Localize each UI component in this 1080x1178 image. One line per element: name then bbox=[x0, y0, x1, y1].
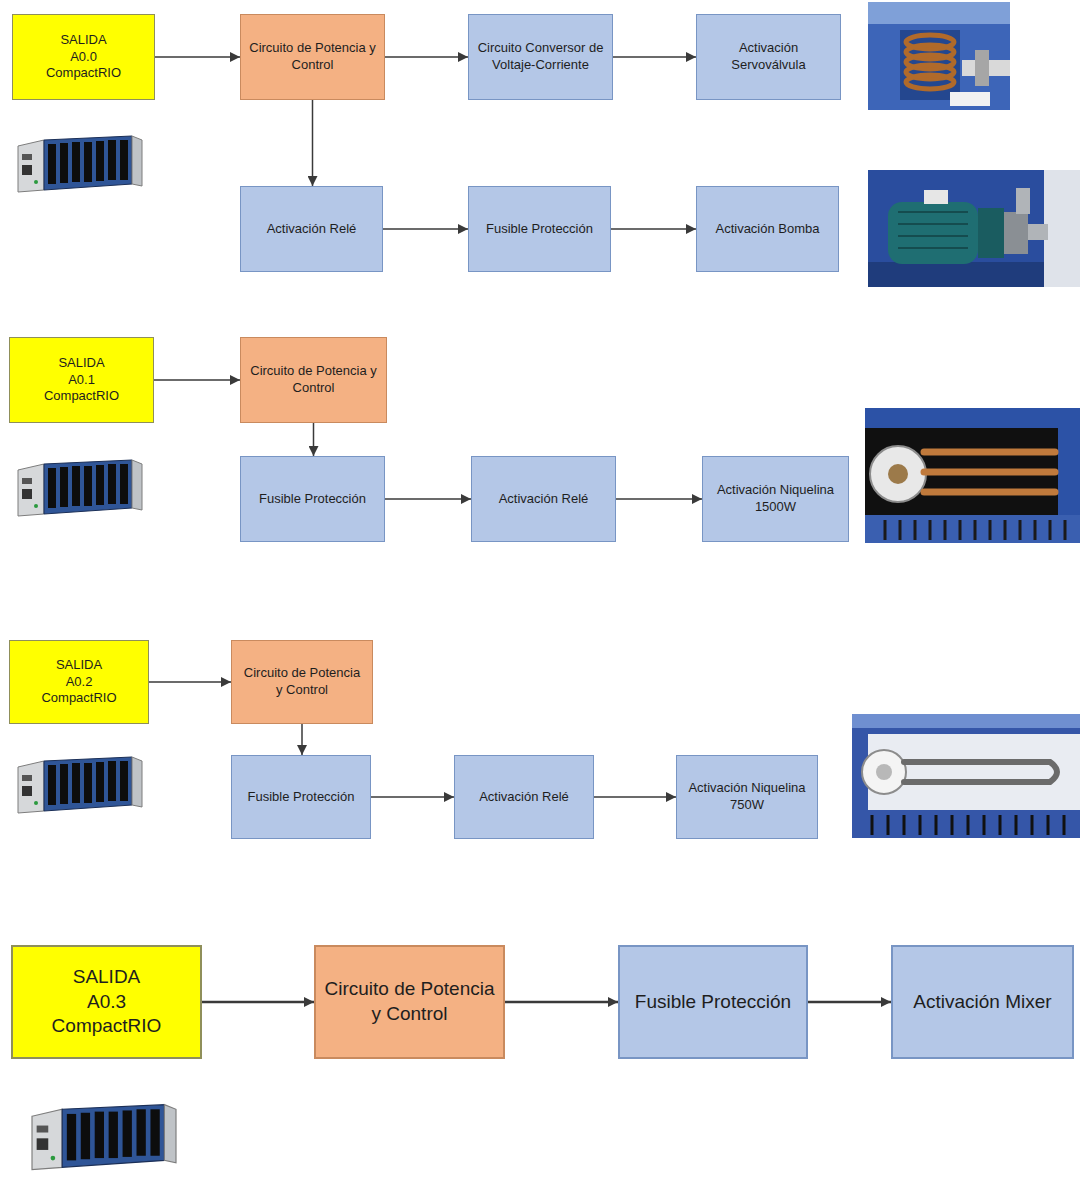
connector-arrow bbox=[385, 56, 468, 58]
box-label: SALIDA A0.3 CompactRIO bbox=[52, 965, 162, 1039]
process-box: Activación Relé bbox=[471, 456, 616, 542]
connector-arrow bbox=[155, 56, 240, 58]
process-box: Fusible Protección bbox=[468, 186, 611, 272]
connector-arrow bbox=[313, 423, 315, 456]
process-box: Activación Relé bbox=[454, 755, 594, 839]
connector-arrow bbox=[611, 228, 696, 230]
compactrio-icon bbox=[18, 136, 142, 192]
box-label: SALIDA A0.1 CompactRIO bbox=[44, 355, 119, 406]
box-label: Fusible Protección bbox=[248, 789, 355, 806]
connector-arrow bbox=[312, 100, 314, 186]
compactrio-icon bbox=[18, 460, 142, 516]
process-box: Fusible Protección bbox=[231, 755, 371, 839]
box-label: Circuito de Potencia y Control bbox=[249, 363, 378, 397]
box-label: Fusible Protección bbox=[635, 990, 791, 1015]
box-label: Fusible Protección bbox=[486, 221, 593, 238]
heater-1500w-photo bbox=[865, 408, 1080, 543]
connector-arrow bbox=[505, 1001, 618, 1004]
connector-arrow bbox=[154, 379, 240, 381]
process-box: Circuito Conversor de Voltaje-Corriente bbox=[468, 14, 613, 100]
box-label: Activación Relé bbox=[267, 221, 357, 238]
box-label: Activación Mixer bbox=[913, 990, 1051, 1015]
box-label: Activación Bomba bbox=[715, 221, 819, 238]
connector-arrow bbox=[383, 228, 468, 230]
compactrio-icon bbox=[32, 1105, 176, 1170]
process-box: Activación Mixer bbox=[891, 945, 1074, 1059]
box-label: Circuito de Potencia y Control bbox=[249, 40, 376, 74]
compactrio-icon bbox=[18, 757, 142, 813]
control-box: Circuito de Potencia y Control bbox=[240, 14, 385, 100]
process-box: Activación Niquelina 750W bbox=[676, 755, 818, 839]
output-box: SALIDA A0.1 CompactRIO bbox=[9, 337, 154, 423]
box-label: Fusible Protección bbox=[259, 491, 366, 508]
output-box: SALIDA A0.0 CompactRIO bbox=[12, 14, 155, 100]
box-label: Activación Relé bbox=[479, 789, 569, 806]
process-box: Fusible Protección bbox=[618, 945, 808, 1059]
servovalve-photo bbox=[868, 2, 1010, 110]
process-box: Fusible Protección bbox=[240, 456, 385, 542]
process-box: Activación Niquelina 1500W bbox=[702, 456, 849, 542]
connector-arrow bbox=[385, 498, 471, 500]
process-box: Activación Servoválvula bbox=[696, 14, 841, 100]
control-box: Circuito de Potencia y Control bbox=[240, 337, 387, 423]
connector-arrow bbox=[149, 681, 231, 683]
process-box: Activación Bomba bbox=[696, 186, 839, 272]
control-box: Circuito de Potencia y Control bbox=[314, 945, 505, 1059]
box-label: Circuito Conversor de Voltaje-Corriente bbox=[477, 40, 604, 74]
connector-arrow bbox=[808, 1001, 891, 1004]
box-label: SALIDA A0.0 CompactRIO bbox=[46, 32, 121, 83]
box-label: SALIDA A0.2 CompactRIO bbox=[41, 657, 116, 708]
connector-arrow bbox=[613, 56, 696, 58]
box-label: Activación Niquelina 1500W bbox=[711, 482, 840, 516]
output-box: SALIDA A0.3 CompactRIO bbox=[11, 945, 202, 1059]
connector-arrow bbox=[616, 498, 702, 500]
connector-arrow bbox=[202, 1001, 314, 1004]
connector-arrow bbox=[301, 724, 303, 755]
pump-photo bbox=[868, 170, 1080, 287]
box-label: Activación Niquelina 750W bbox=[685, 780, 809, 814]
connector-arrow bbox=[594, 796, 676, 798]
connector-arrow bbox=[371, 796, 454, 798]
box-label: Circuito de Potencia y Control bbox=[240, 665, 364, 699]
heater-750w-photo bbox=[852, 714, 1080, 838]
process-box: Activación Relé bbox=[240, 186, 383, 272]
control-box: Circuito de Potencia y Control bbox=[231, 640, 373, 724]
output-box: SALIDA A0.2 CompactRIO bbox=[9, 640, 149, 724]
box-label: Circuito de Potencia y Control bbox=[324, 977, 495, 1026]
box-label: Activación Servoválvula bbox=[705, 40, 832, 74]
box-label: Activación Relé bbox=[499, 491, 589, 508]
